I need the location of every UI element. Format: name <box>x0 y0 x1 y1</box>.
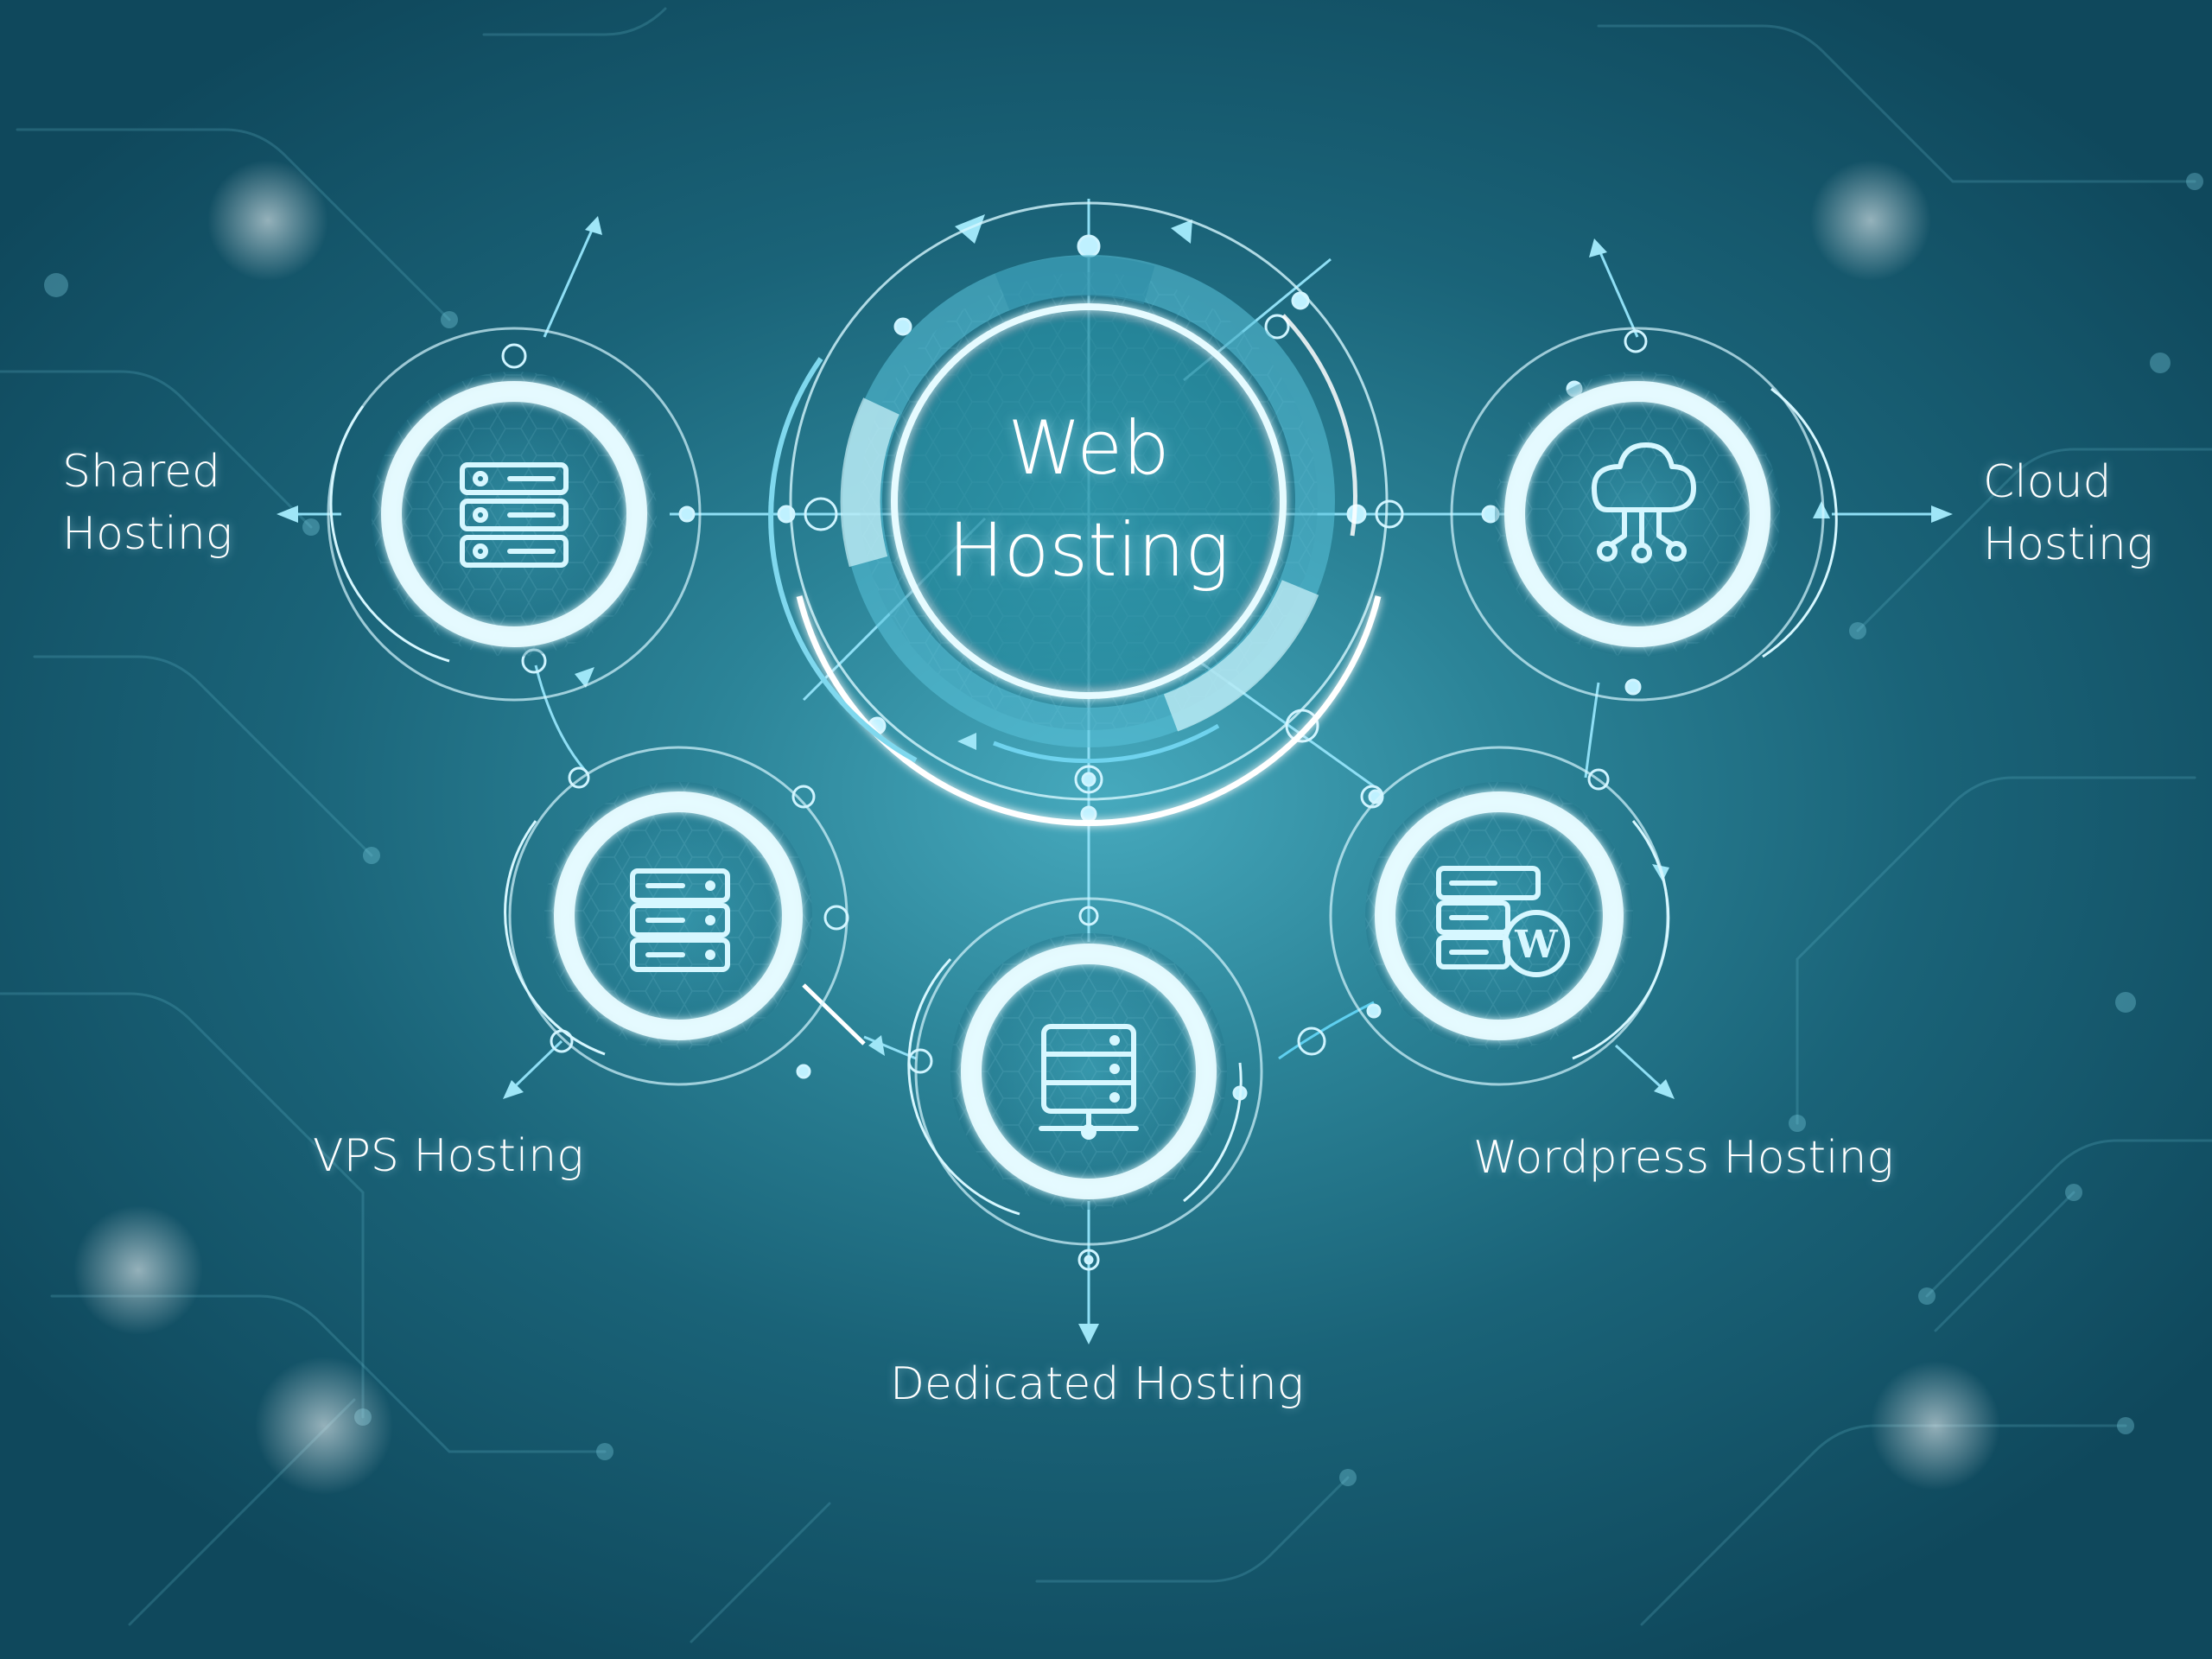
bokeh-lights <box>73 160 2000 1495</box>
service-node-vps <box>504 746 849 1086</box>
label-cloud-hosting: Cloud Hosting <box>1983 451 2153 575</box>
label-vps-line1: VPS Hosting <box>313 1130 584 1182</box>
label-wordpress-line1: Wordpress Hosting <box>1473 1132 1894 1184</box>
label-cloud-line1: Cloud <box>1983 456 2112 508</box>
label-dedicated-hosting: Dedicated Hosting <box>890 1353 1304 1415</box>
label-shared-hosting: Shared Hosting <box>62 441 232 565</box>
server-stack-icon <box>630 868 730 972</box>
background-circuit-dots <box>44 173 2203 1486</box>
service-node-shared <box>327 327 702 702</box>
label-shared-line1: Shared <box>62 446 221 498</box>
server-rack-icon <box>460 462 569 568</box>
service-node-cloud <box>1450 327 1838 702</box>
hub-title-line2: Hosting <box>948 507 1230 594</box>
wordpress-server-icon: W <box>1436 866 1570 977</box>
label-dedicated-line1: Dedicated Hosting <box>890 1358 1304 1410</box>
svg-text:W: W <box>1514 923 1558 967</box>
web-hosting-hub <box>768 201 1389 827</box>
label-shared-line2: Hosting <box>62 508 233 560</box>
label-cloud-line2: Hosting <box>1983 518 2154 570</box>
service-node-wordpress: W <box>1329 746 1670 1086</box>
label-wordpress-hosting: Wordpress Hosting <box>1473 1127 1894 1189</box>
label-vps-hosting: VPS Hosting <box>313 1125 583 1187</box>
dedicated-server-icon <box>1039 1024 1139 1140</box>
background-circuit-lines <box>0 7 2212 1643</box>
cloud-network-icon <box>1592 442 1696 563</box>
hub-title-line1: Web <box>1007 405 1170 492</box>
hub-title: Web Hosting <box>855 397 1322 601</box>
service-node-dedicated <box>907 897 1263 1246</box>
